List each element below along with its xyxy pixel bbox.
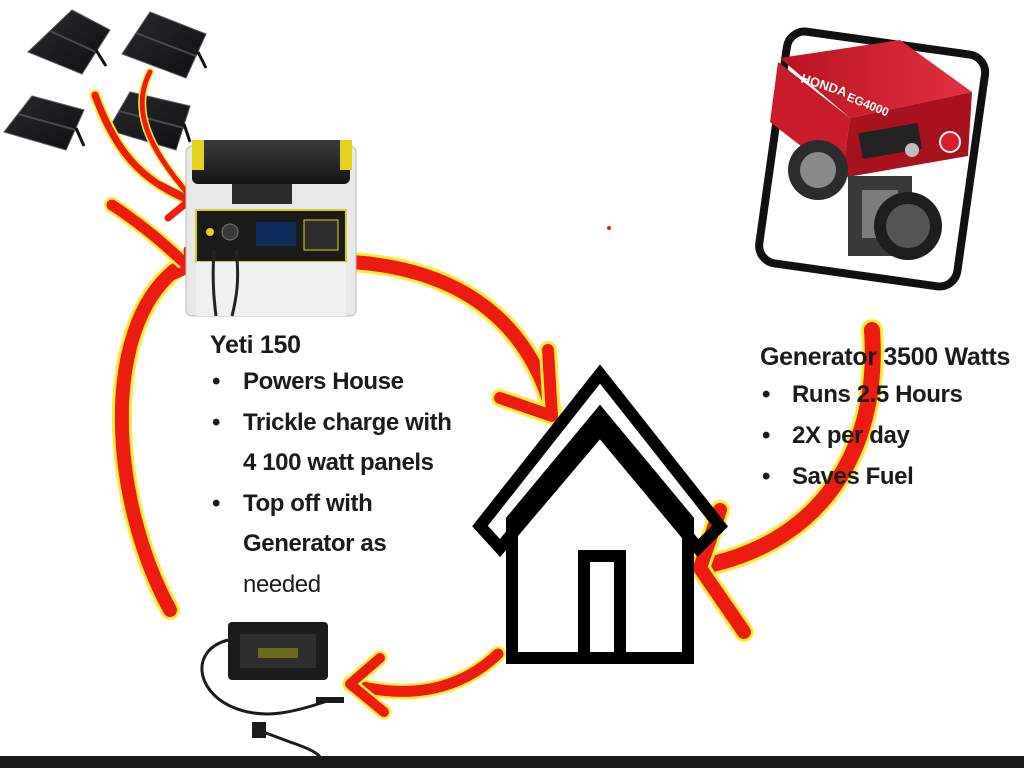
generator-description: Generator 3500 Watts Runs 2.5 Hours 2X p… xyxy=(760,340,1020,497)
yeti-bullet-list: Powers House Trickle charge with 4 100 wa… xyxy=(210,362,490,605)
yeti-bullet-trickle-charge-line-1: Trickle charge with xyxy=(243,408,452,436)
generator-bullet-list: Runs 2.5 Hours 2X per day Saves Fuel xyxy=(760,374,1020,497)
solar-panel-icon xyxy=(27,9,111,75)
charger-to-yeti-arrow xyxy=(104,197,196,620)
red-dot xyxy=(607,226,611,230)
generator-bullet-runtime: Runs 2.5 Hours xyxy=(760,374,1020,415)
yeti-bullet-trickle-charge-line-2: 4 100 watt panels xyxy=(243,449,434,476)
generator-icon: HONDA EG4000 xyxy=(755,27,990,291)
yeti-title: Yeti 150 xyxy=(210,331,301,359)
house-icon xyxy=(472,364,729,664)
yeti-bullet-trickle-charge: Trickle charge with 4 100 watt panels xyxy=(210,403,490,484)
generator-title: Generator 3500 Watts xyxy=(760,343,1011,371)
solar-panels xyxy=(3,9,208,151)
yeti-bullet-top-off-line-3: needed xyxy=(243,570,321,598)
yeti-bullet-top-off-line-2: Generator as xyxy=(243,530,387,557)
generator-bullet-frequency: 2X per day xyxy=(760,415,1020,456)
bottom-bar xyxy=(0,756,1024,768)
arrows xyxy=(89,68,884,720)
battery-station-icon xyxy=(185,140,357,317)
house-to-charger-arrow xyxy=(342,646,506,720)
yeti-to-house-arrow xyxy=(342,252,562,425)
yeti-bullet-top-off-line-1: Top off with xyxy=(243,489,373,517)
solar-panel-icon xyxy=(3,95,86,151)
generator-bullet-saves-fuel: Saves Fuel xyxy=(760,456,1020,497)
charger-icon xyxy=(200,622,344,768)
yeti-bullet-powers-house: Powers House xyxy=(210,362,490,403)
solar-panel-icon xyxy=(121,11,208,79)
yeti-description: Yeti 150 Powers House Trickle charge wit… xyxy=(210,328,490,605)
